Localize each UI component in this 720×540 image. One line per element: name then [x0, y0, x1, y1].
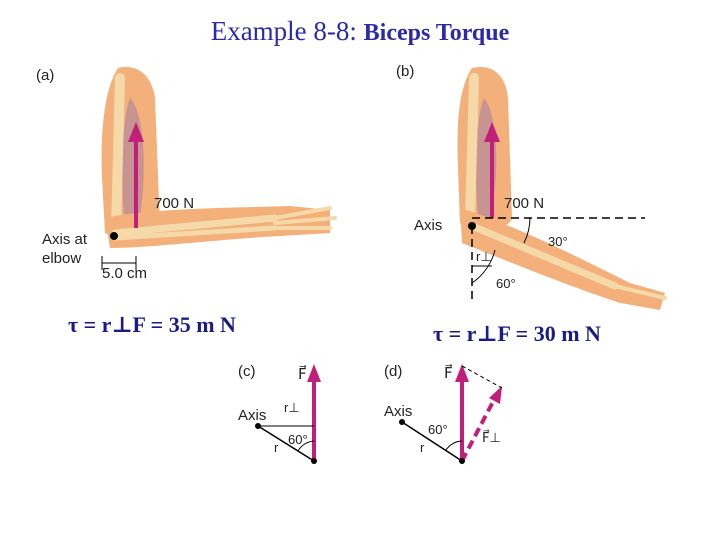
slide-title: Example 8-8: Biceps Torque — [0, 16, 720, 47]
panel-c-r-perp: r⊥ — [284, 400, 300, 415]
equation-a: τ = r⊥F = 35 m N — [68, 312, 236, 337]
panel-c-force-label: F⃗ — [298, 364, 307, 383]
panel-b-r-perp: r⊥ — [476, 249, 492, 264]
panel-d-r-line — [401, 421, 463, 462]
title-prefix: Example 8-8: — [210, 16, 357, 46]
biceps-force-arrowhead-b — [484, 122, 500, 142]
panel-d-f-perp-arrow — [460, 395, 498, 462]
humerus-bone-b — [465, 73, 479, 223]
panel-b-tag: (b) — [396, 63, 414, 80]
panel-a-tag: (a) — [36, 67, 54, 84]
panel-d-vector-diagram: (d) F⃗ F⃗⊥ Axis r 60° — [384, 363, 503, 464]
panel-d-angle: 60° — [428, 422, 448, 437]
panel-d-f-perp-arrowhead — [489, 386, 502, 404]
humerus-bone — [111, 73, 125, 233]
panel-c-r-line — [257, 425, 315, 462]
biceps-force-arrowhead — [128, 122, 144, 142]
elbow-axis-dot — [110, 232, 118, 240]
panel-d-f-perp: F⃗⊥ — [482, 430, 501, 445]
panel-b-angle-60: 60° — [496, 276, 516, 291]
panel-b-arm-diagram: (b) 700 N Axis 30° 60° r⊥ — [396, 63, 667, 310]
panel-d-axis-label: Axis — [384, 403, 412, 420]
angle-30-arc — [523, 217, 531, 244]
panel-c-force-arrowhead — [307, 364, 321, 382]
hand-bones — [273, 206, 337, 230]
panel-b-angle-30: 30° — [548, 234, 568, 249]
radius-bone-b — [468, 222, 619, 290]
panel-a-distance-label: 5.0 cm — [102, 265, 147, 282]
panel-a-force-label: 700 N — [154, 195, 194, 212]
radius-bone — [111, 214, 279, 237]
panel-a-arm-diagram: (a) 700 N Axis at elbow 5.0 cm — [36, 67, 337, 282]
title-subject: Biceps Torque — [363, 20, 510, 46]
angle-60-arc — [471, 249, 496, 284]
panel-b-force-label: 700 N — [504, 195, 544, 212]
panel-d-force-arrowhead — [455, 364, 469, 382]
panel-c-axis-label: Axis — [238, 407, 266, 424]
panel-c-tag: (c) — [238, 363, 256, 380]
ulna-bone — [112, 225, 278, 241]
panel-c-vector-diagram: (c) F⃗ Axis r⊥ r 60° — [238, 363, 321, 464]
hand-bones-b — [613, 284, 667, 300]
panel-a-axis-label-2: elbow — [42, 250, 81, 267]
panel-d-tag: (d) — [384, 363, 402, 380]
equation-b: τ = r⊥F = 30 m N — [433, 321, 601, 346]
panel-b-axis-label: Axis — [414, 217, 442, 234]
panel-d-force-label: F⃗ — [444, 363, 453, 382]
panel-c-r: r — [274, 440, 279, 455]
panel-d-r: r — [420, 440, 425, 455]
panel-a-axis-label-1: Axis at — [42, 231, 88, 248]
panel-c-angle: 60° — [288, 432, 308, 447]
